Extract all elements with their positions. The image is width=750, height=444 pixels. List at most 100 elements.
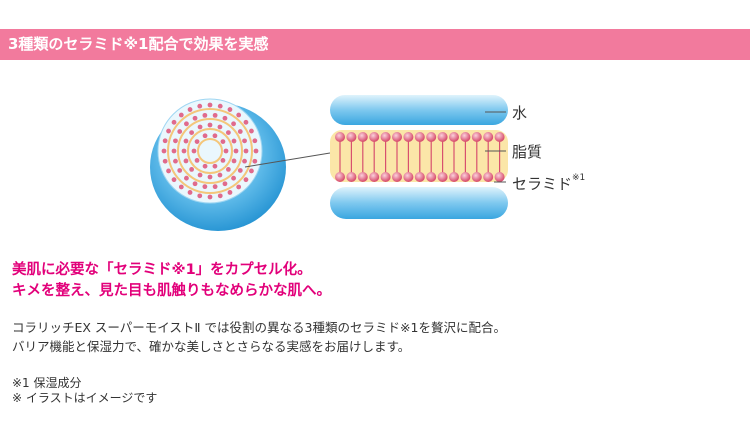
ring-head [189,166,195,172]
ceramide-head [380,172,391,182]
ring-head [171,148,177,154]
ring-head [207,102,213,108]
ceramide-head [392,132,402,142]
ring-head [197,103,203,109]
ceramide-head [335,132,345,142]
section-header: 3種類のセラミド※1配合で効果を実感 [0,29,750,60]
footnote-2: ※ イラストはイメージです [12,391,158,405]
bilayer-block [330,95,508,219]
ceramide-head [494,132,505,142]
ring-head [161,148,167,154]
ring-head [243,148,249,154]
ring-head [178,184,184,190]
ring-head [184,121,189,127]
ring-head [207,194,213,200]
ring-head [220,139,226,144]
ring-head [202,163,208,169]
ring-head [220,158,226,163]
ring-head [225,130,231,136]
ring-head [187,107,193,112]
footnotes: ※1 保湿成分 ※ イラストはイメージです [12,376,612,406]
ceramide-head [483,132,494,142]
ceramide-head [494,172,505,182]
ceramide-head [369,172,380,182]
ceramide-head [437,132,448,142]
ring-head [252,158,258,164]
ceramide-head [403,132,414,142]
ring-head [236,112,242,118]
ring-head [207,174,213,180]
ring-head [202,112,208,118]
ring-head [192,181,198,187]
ring-head [194,158,200,163]
headline-line-2: キメを整え、見た目も肌触りもなめらかな肌へ。 [12,283,331,299]
label-lipid: 脂質 [512,143,543,161]
ring-head [166,128,171,134]
ring-head [231,138,237,144]
section-title: 3種類のセラミド※1配合で効果を実感 [8,35,269,53]
ceramide-illustration: 水 脂質 セラミド※1 [150,85,610,235]
ring-head [212,112,218,118]
ring-head [231,175,236,181]
ring-head [233,148,239,154]
ring-lipid [187,128,233,174]
ring-head [197,124,203,130]
ceramide-head [426,172,437,182]
ceramide-head [357,172,368,182]
ceramide-head [392,172,402,182]
ceramide-head [369,132,380,142]
ring-lipid [197,138,223,164]
ceramide-head [346,172,357,182]
ceramide-head [460,132,471,142]
label-ceramide: セラミド※1 [512,173,585,194]
ceramide-head [449,172,459,182]
ring-head [183,158,189,164]
ring-head [207,122,213,128]
ring-head [162,138,168,144]
body-line-2: バリア機能と保湿力で、確かな美しさとさらなる実感をお届けします。 [12,339,411,354]
ring-head [166,168,171,174]
ring-head [192,115,198,121]
ring-head [243,119,249,125]
ring-head [222,181,228,187]
ring-head [217,193,223,199]
ring-head [173,138,178,144]
ring-head [183,138,189,144]
ring-head [178,112,184,118]
ring-head [191,148,197,154]
ring-head [222,115,228,121]
ring-head [223,148,229,154]
ring-head [227,107,233,112]
ring-head [171,119,177,125]
ring-head [242,138,247,144]
label-water: 水 [512,104,528,122]
ceramide-head [460,172,471,182]
ring-head [173,158,178,164]
ring-head [217,103,223,109]
label-ceramide-text: セラミド [512,175,573,193]
ring-head [225,166,231,172]
ceramide-diagram [150,95,508,231]
ring-head [212,133,218,139]
ceramide-head [380,132,391,142]
ring-head [249,128,254,134]
ceramide-head [426,132,437,142]
ring-head [194,139,200,144]
ring-head [242,158,247,164]
ring-head [177,168,183,173]
headline: 美肌に必要な「セラミド※1」をカプセル化。 キメを整え、見た目も肌触りもなめらか… [12,260,732,302]
capsule-sphere [150,98,286,231]
ceramide-head [471,132,482,142]
label-ceramide-note: ※1 [572,173,586,183]
ring-lipid [167,108,253,194]
ring-head [177,129,183,134]
body-text: コラリッチEX スーパーモイストⅡ では役割の異なる3種類のセラミド※1を贅沢に… [12,318,742,356]
ceramide-head [357,132,368,142]
ring-head [237,168,243,173]
ring-head [217,172,223,178]
ceramide-head [471,172,482,182]
footnote-1: ※1 保湿成分 [12,376,82,390]
ring-head [197,172,203,178]
ring-head [162,158,168,164]
ring-head [231,121,236,127]
